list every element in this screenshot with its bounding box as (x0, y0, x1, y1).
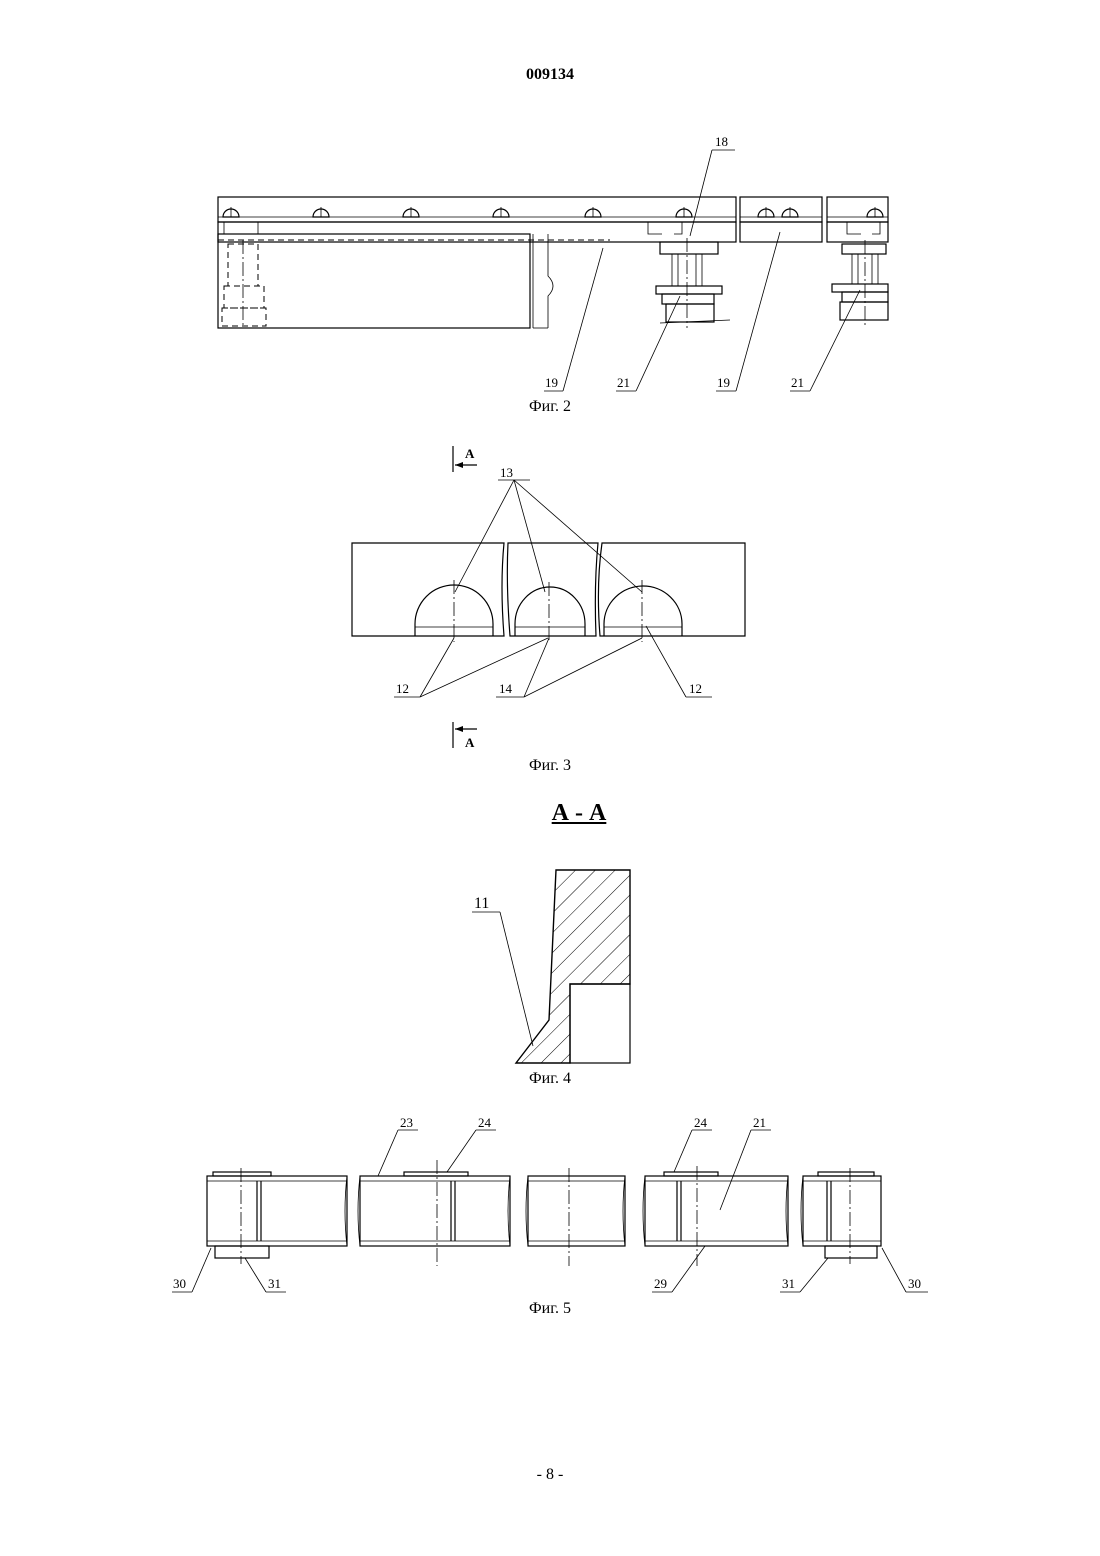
fig5-label-31b: 31 (782, 1276, 795, 1291)
fig3-label-12a: 12 (396, 681, 409, 696)
fig5-label-21: 21 (753, 1115, 766, 1130)
fig5-label-24a: 24 (478, 1115, 492, 1130)
fig3-label-12b: 12 (689, 681, 702, 696)
fig2-label-21a: 21 (617, 375, 630, 390)
fig4-drawing (472, 870, 630, 1063)
fig5-caption: Фиг. 5 (450, 1300, 650, 1318)
fig5-label-31a: 31 (268, 1276, 281, 1291)
page-number: - 8 - (0, 1466, 1100, 1484)
fig2-right-support (832, 240, 888, 328)
fig2-label-19a: 19 (545, 375, 558, 390)
fig2-bucket-profiles (223, 207, 692, 217)
fig4-section-title: А - А (0, 800, 1100, 827)
fig5-label-24b: 24 (694, 1115, 708, 1130)
fig5-label-29: 29 (654, 1276, 667, 1291)
fig3-caption: Фиг. 3 (450, 757, 650, 775)
fig2-left-support (222, 240, 266, 328)
fig2-label-21b: 21 (791, 375, 804, 390)
fig5-label-23: 23 (400, 1115, 413, 1130)
fig5-label-30b: 30 (908, 1276, 921, 1291)
fig2-label-19b: 19 (717, 375, 730, 390)
fig3-label-14: 14 (499, 681, 513, 696)
fig3-section-mark-bottom: А (465, 735, 475, 750)
fig3-section-mark-top: А (465, 446, 475, 461)
fig3-label-13: 13 (500, 465, 513, 480)
fig4-label-11: 11 (474, 895, 489, 912)
fig2-label-18: 18 (715, 134, 728, 149)
fig2-middle-support (656, 238, 730, 328)
fig2-drawing (218, 150, 888, 391)
fig2-caption: Фиг. 2 (450, 398, 650, 416)
fig3-drawing (352, 446, 745, 748)
fig4-caption: Фиг. 4 (450, 1070, 650, 1088)
fig5-label-30a: 30 (173, 1276, 186, 1291)
fig5-drawing (172, 1130, 928, 1292)
